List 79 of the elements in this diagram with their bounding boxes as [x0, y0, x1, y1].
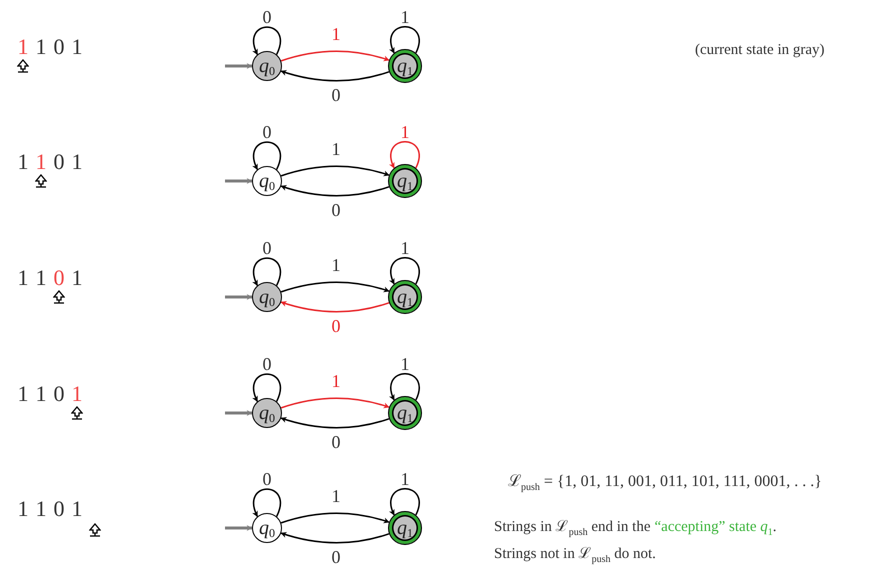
start-arrow	[225, 63, 253, 69]
edge-label: 0	[262, 355, 272, 373]
edge-label: 0	[330, 433, 342, 451]
edge-label: 0	[262, 123, 272, 141]
edge-label: 0	[262, 239, 272, 257]
input-symbol: 1	[34, 266, 48, 290]
note-text: Strings in ℒ$_{push}$ end in the “accepting” state q$_{1}$.	[494, 518, 777, 540]
edge-label: 0	[262, 470, 272, 488]
input-symbol: 1	[70, 150, 84, 174]
edge-label: 1	[400, 470, 410, 488]
language-definition: ℒ$_{push}$ = {1, 01, 11, 001, 011, 101, 111, 0001, . . .}	[508, 473, 822, 496]
accepting-state-circle: q$_{1}$	[388, 511, 422, 545]
state-circle: q$_{0}$	[252, 51, 282, 81]
start-arrow	[225, 178, 253, 184]
input-symbol: 1	[70, 266, 84, 290]
start-arrow	[225, 525, 253, 531]
edge-label: 1	[400, 239, 410, 257]
self-loop-arrow	[389, 488, 420, 516]
self-loop-arrow	[389, 26, 420, 54]
transition-arrow	[280, 166, 390, 177]
input-symbol: 0	[52, 497, 66, 521]
transition-arrow	[280, 416, 390, 428]
transition-arrow	[280, 300, 390, 312]
accepting-state-circle: q$_{1}$	[388, 164, 422, 198]
input-symbol: 1	[34, 35, 48, 59]
input-symbol: 1	[34, 382, 48, 406]
transition-arrow	[280, 184, 390, 196]
input-symbol: 1	[16, 150, 30, 174]
self-loop-arrow	[389, 257, 420, 285]
input-symbol: 0	[52, 35, 66, 59]
transition-arrow	[280, 512, 390, 524]
self-loop-arrow	[252, 141, 281, 170]
input-symbol: 0	[52, 266, 66, 290]
accepting-state-circle: q$_{1}$	[388, 49, 422, 83]
input-symbol: 1	[70, 497, 84, 521]
input-symbol: 0	[52, 382, 66, 406]
transition-arrow	[280, 50, 390, 62]
accepting-state-circle: q$_{1}$	[388, 280, 422, 314]
self-loop-arrow	[252, 373, 281, 402]
state-circle: q$_{0}$	[252, 282, 282, 312]
edge-label: 0	[262, 8, 272, 26]
input-symbol: 1	[16, 266, 30, 290]
input-symbol: 0	[52, 150, 66, 174]
edge-label: 1	[330, 256, 342, 274]
edge-label: 0	[330, 317, 342, 335]
edge-label: 1	[330, 372, 342, 390]
edge-label: 1	[400, 8, 410, 26]
accepting-state-circle: q$_{1}$	[388, 396, 422, 430]
start-arrow	[225, 294, 253, 300]
input-symbol: 1	[16, 382, 30, 406]
self-loop-arrow	[252, 257, 281, 286]
edge-label: 1	[330, 487, 342, 505]
input-symbol: 1	[34, 150, 48, 174]
input-symbol: 1	[16, 497, 30, 521]
input-symbol: 1	[34, 497, 48, 521]
self-loop-arrow	[389, 373, 420, 401]
edge-label: 0	[330, 86, 342, 104]
note-text: Strings not in ℒ$_{push}$ do not.	[494, 545, 656, 566]
transition-arrow	[280, 532, 390, 544]
edge-label: 1	[400, 355, 410, 373]
transition-arrow	[280, 398, 390, 409]
input-symbol: 1	[16, 35, 30, 59]
transition-arrow	[280, 70, 390, 82]
input-symbol: 1	[70, 382, 84, 406]
edge-label: 1	[330, 140, 342, 158]
note-text: (current state in gray)	[695, 41, 825, 59]
edge-label: 1	[400, 123, 410, 141]
edge-label: 0	[330, 548, 342, 566]
input-symbol: 1	[70, 35, 84, 59]
state-circle: q$_{0}$	[252, 166, 282, 196]
state-circle: q$_{0}$	[252, 513, 282, 543]
self-loop-arrow	[389, 141, 420, 169]
state-circle: q$_{0}$	[252, 398, 282, 428]
self-loop-arrow	[252, 26, 281, 56]
transition-arrow	[280, 282, 390, 293]
start-arrow	[225, 410, 253, 416]
edge-label: 1	[330, 25, 342, 43]
edge-label: 0	[330, 201, 342, 219]
self-loop-arrow	[252, 488, 281, 518]
